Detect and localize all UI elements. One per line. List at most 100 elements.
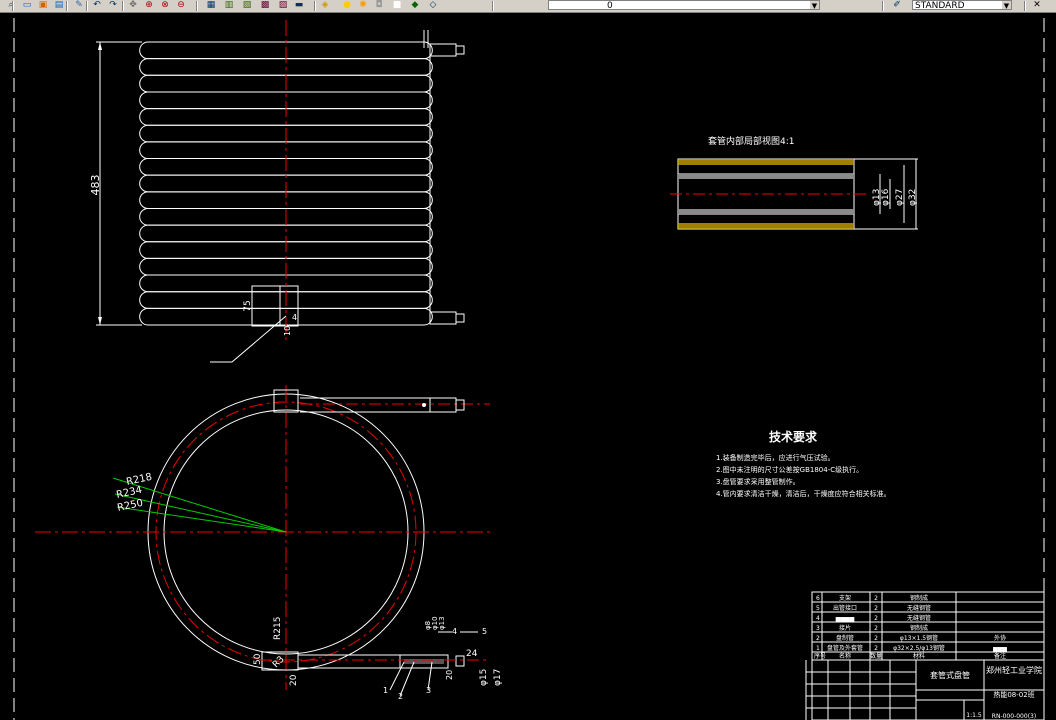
undo-icon[interactable]: ↶ bbox=[93, 0, 101, 10]
tech-title: 技术要求 bbox=[769, 429, 818, 444]
lock-icon[interactable]: ◘ bbox=[375, 0, 383, 10]
pan-icon[interactable]: ✥ bbox=[129, 0, 137, 10]
svg-text:5: 5 bbox=[816, 605, 820, 612]
chevron-down-icon[interactable]: ▼ bbox=[1002, 1, 1011, 10]
leader-number: 3 bbox=[426, 686, 431, 695]
sheet-number: RN-000-000(3) bbox=[992, 713, 1036, 720]
svg-text:2: 2 bbox=[874, 635, 878, 642]
close-icon[interactable]: ✕ bbox=[1033, 0, 1041, 10]
bulb-icon[interactable]: ● bbox=[343, 0, 351, 10]
dim-24-label: 24 bbox=[466, 649, 478, 659]
layers-icon[interactable]: ◈ bbox=[321, 0, 329, 10]
small-dim-label: φ10 bbox=[431, 616, 439, 630]
svg-text:3: 3 bbox=[816, 625, 820, 632]
redo-icon[interactable]: ↷ bbox=[109, 0, 117, 10]
svg-text:序号: 序号 bbox=[814, 652, 826, 660]
tech-item: 2.图中未注明的尺寸公差按GB1804-C级执行。 bbox=[716, 465, 863, 474]
tool-palette-icon[interactable]: ▧ bbox=[242, 0, 252, 10]
leader-number: 2 bbox=[398, 692, 403, 701]
technical-requirements: 技术要求 1.装备制造完毕后，应进行气压试验。 2.图中未注明的尺寸公差按GB1… bbox=[716, 429, 891, 498]
dim-height-label: 483 bbox=[89, 175, 102, 196]
layer-previous-icon[interactable]: ◇ bbox=[429, 0, 437, 10]
dim-75-label: 75 bbox=[243, 300, 253, 311]
properties-icon[interactable]: ▦ bbox=[206, 0, 216, 10]
title-block-text: 6 支架 2 钢制成 5 出管接口 2 无缝钢管 4 ▅▅▅▅ 2 无缝钢管 3… bbox=[814, 594, 1042, 720]
small-dim-label: φ13 bbox=[438, 616, 446, 630]
radius-label: R250 bbox=[116, 498, 144, 514]
leader-line bbox=[210, 315, 287, 363]
radius-label: R218 bbox=[125, 472, 153, 488]
textstyle-dropdown[interactable]: STANDARD ▼ bbox=[912, 0, 1012, 10]
save-icon[interactable]: ▤ bbox=[54, 0, 64, 10]
svg-text:2: 2 bbox=[874, 615, 878, 622]
tech-item: 3.盘管要求采用整管制作。 bbox=[716, 477, 800, 486]
svg-text:2: 2 bbox=[874, 625, 878, 632]
svg-text:6: 6 bbox=[816, 595, 820, 602]
section-dim-label: φ32 bbox=[908, 189, 918, 206]
title-block bbox=[805, 591, 1045, 720]
drawing-canvas[interactable]: 483 75 4 10 R218 R234 R250 R215 50 R3 bbox=[0, 13, 1056, 720]
dim-20b-label: 20 bbox=[445, 670, 454, 680]
paint-icon[interactable]: ✎ bbox=[75, 0, 83, 10]
design-center-icon[interactable]: ▥ bbox=[224, 0, 234, 10]
chevron-down-icon[interactable]: ▼ bbox=[810, 1, 819, 10]
svg-text:盘制管: 盘制管 bbox=[836, 634, 854, 642]
svg-text:出管接口: 出管接口 bbox=[833, 604, 857, 612]
dim-50-label: 50 bbox=[253, 653, 263, 665]
svg-text:无缝钢管: 无缝钢管 bbox=[907, 604, 931, 612]
leader-number: 4 bbox=[452, 627, 457, 636]
section-dim-label: φ13 bbox=[872, 189, 882, 206]
radius-label: R234 bbox=[115, 485, 143, 501]
svg-text:2: 2 bbox=[874, 605, 878, 612]
textstyle-dropdown-value: STANDARD bbox=[915, 1, 965, 10]
zoom-previous-icon[interactable]: ⊖ bbox=[177, 0, 185, 10]
section-dim-label: φ16 bbox=[881, 188, 891, 206]
svg-text:备注: 备注 bbox=[994, 652, 1006, 660]
coil-top-view: R218 R234 R250 R215 50 R3 20 20 24 φ15 φ… bbox=[35, 385, 503, 701]
textstyle-icon[interactable]: ✐ bbox=[893, 0, 901, 10]
svg-text:2: 2 bbox=[874, 595, 878, 602]
zoom-icon[interactable]: ⌕ bbox=[8, 0, 14, 10]
dim-20-label: 20 bbox=[289, 674, 299, 686]
svg-text:数量: 数量 bbox=[870, 652, 882, 660]
dim-10-label: 10 bbox=[283, 326, 292, 336]
svg-text:无缝钢管: 无缝钢管 bbox=[907, 614, 931, 622]
coil-front-view: 483 75 4 10 bbox=[89, 20, 465, 363]
svg-text:▅▅▅: ▅▅▅ bbox=[992, 645, 1007, 652]
svg-text:名称: 名称 bbox=[839, 652, 851, 660]
svg-text:2: 2 bbox=[816, 635, 820, 642]
svg-text:φ13×1.5钢管: φ13×1.5钢管 bbox=[900, 634, 938, 642]
dim-r215-label: R215 bbox=[273, 617, 283, 640]
section-title: 套管内部局部视图4:1 bbox=[708, 135, 795, 147]
dim-r3-label: R3 bbox=[271, 655, 287, 671]
zoom-window-icon[interactable]: ⊗ bbox=[161, 0, 169, 10]
leader-number: 1 bbox=[383, 686, 388, 695]
svg-text:支架: 支架 bbox=[839, 594, 851, 602]
svg-text:钢制成: 钢制成 bbox=[910, 594, 928, 602]
standard-toolbar: ⌕ ▭ ▣ ▤ ✎ ↶ ↷ ✥ ⊕ ⊗ ⊖ ▦ ▥ ▧ ▩ ▨ ▬ ◈ ● ✺ ◘ ■ ◆ ◇ ✐ ✕ 0 ▼ STANDARD … bbox=[0, 0, 1056, 13]
svg-text:材料: 材料 bbox=[913, 652, 925, 660]
calculator-icon[interactable]: ▬ bbox=[294, 0, 304, 10]
school-name: 郑州轻工业学院 bbox=[986, 665, 1042, 675]
dim-4-label: 4 bbox=[292, 313, 297, 322]
color-square-icon[interactable]: ■ bbox=[392, 0, 402, 10]
markup-icon[interactable]: ▨ bbox=[278, 0, 288, 10]
svg-text:▅▅▅▅: ▅▅▅▅ bbox=[835, 615, 855, 622]
make-current-icon[interactable]: ◆ bbox=[411, 0, 419, 10]
open-icon[interactable]: ▣ bbox=[38, 0, 48, 10]
sheet-set-icon[interactable]: ▩ bbox=[260, 0, 270, 10]
svg-text:φ32×2.5/φ13钢管: φ32×2.5/φ13钢管 bbox=[893, 644, 945, 652]
tech-item: 4.管内要求清洁干燥，清洁后，干燥度应符合相关标准。 bbox=[716, 489, 891, 498]
zoom-realtime-icon[interactable]: ⊕ bbox=[145, 0, 153, 10]
drawing-name: 套管式盘管 bbox=[930, 670, 970, 680]
section-dim-label: φ27 bbox=[895, 189, 905, 206]
layer-dropdown[interactable]: 0 ▼ bbox=[548, 0, 820, 10]
tech-item: 1.装备制造完毕后，应进行气压试验。 bbox=[716, 453, 835, 462]
svg-text:盘管及外套管: 盘管及外套管 bbox=[827, 644, 863, 652]
svg-text:4: 4 bbox=[816, 615, 820, 622]
sun-icon[interactable]: ✺ bbox=[359, 0, 367, 10]
drawing-number: 热能08-02班 bbox=[993, 690, 1034, 699]
new-icon[interactable]: ▭ bbox=[22, 0, 32, 10]
svg-text:接片: 接片 bbox=[839, 624, 851, 632]
svg-text:外协: 外协 bbox=[994, 634, 1006, 642]
